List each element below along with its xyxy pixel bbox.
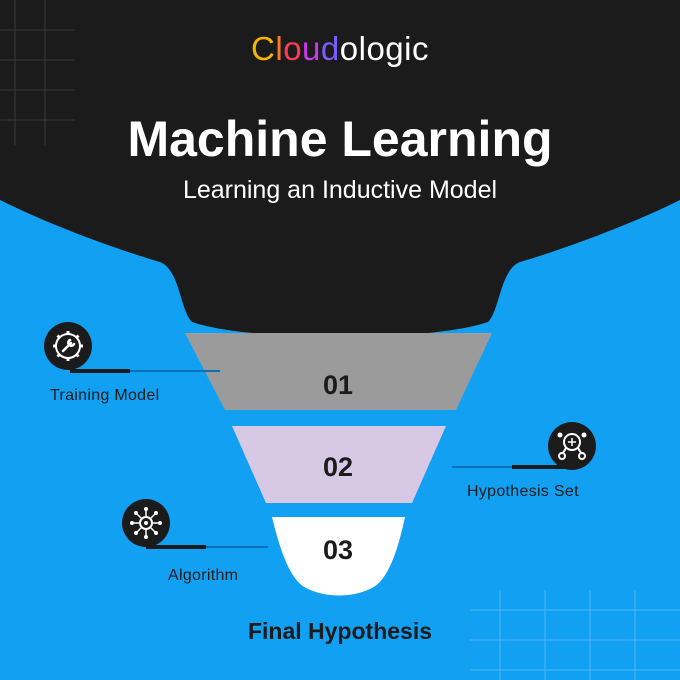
cog-network-icon <box>122 499 170 547</box>
stage-1-number: 01 <box>322 370 354 400</box>
grid-pattern-bottom-right <box>470 590 680 680</box>
stage-2-number: 02 <box>322 452 354 482</box>
funnel-stage-2 <box>232 426 446 503</box>
stage-2-label: Hypothesis Set <box>467 483 579 500</box>
connector-line-training <box>70 369 220 373</box>
connector-line-hypothesis <box>452 465 572 469</box>
page-subtitle: Learning an Inductive Model <box>182 176 498 204</box>
connector-line-algorithm <box>146 545 268 549</box>
logo-rest: ologic <box>339 30 429 67</box>
logo-colored-part: Cloud <box>251 30 340 67</box>
header-dark-shape <box>0 0 680 337</box>
page-title: Machine Learning <box>127 111 553 167</box>
grid-pattern-top-left <box>0 0 75 145</box>
brand-logo: Cloudologic <box>0 30 680 68</box>
final-hypothesis-label: Final Hypothesis <box>247 618 433 644</box>
stage-3-number: 03 <box>322 535 354 565</box>
funnel-stage-3 <box>272 517 405 596</box>
funnel-stage-1 <box>185 333 492 410</box>
magnifier-network-icon <box>548 422 596 470</box>
stage-3-label: Algorithm <box>168 567 239 584</box>
gear-wrench-icon <box>44 322 92 370</box>
stage-1-label: Training Model <box>50 387 160 404</box>
